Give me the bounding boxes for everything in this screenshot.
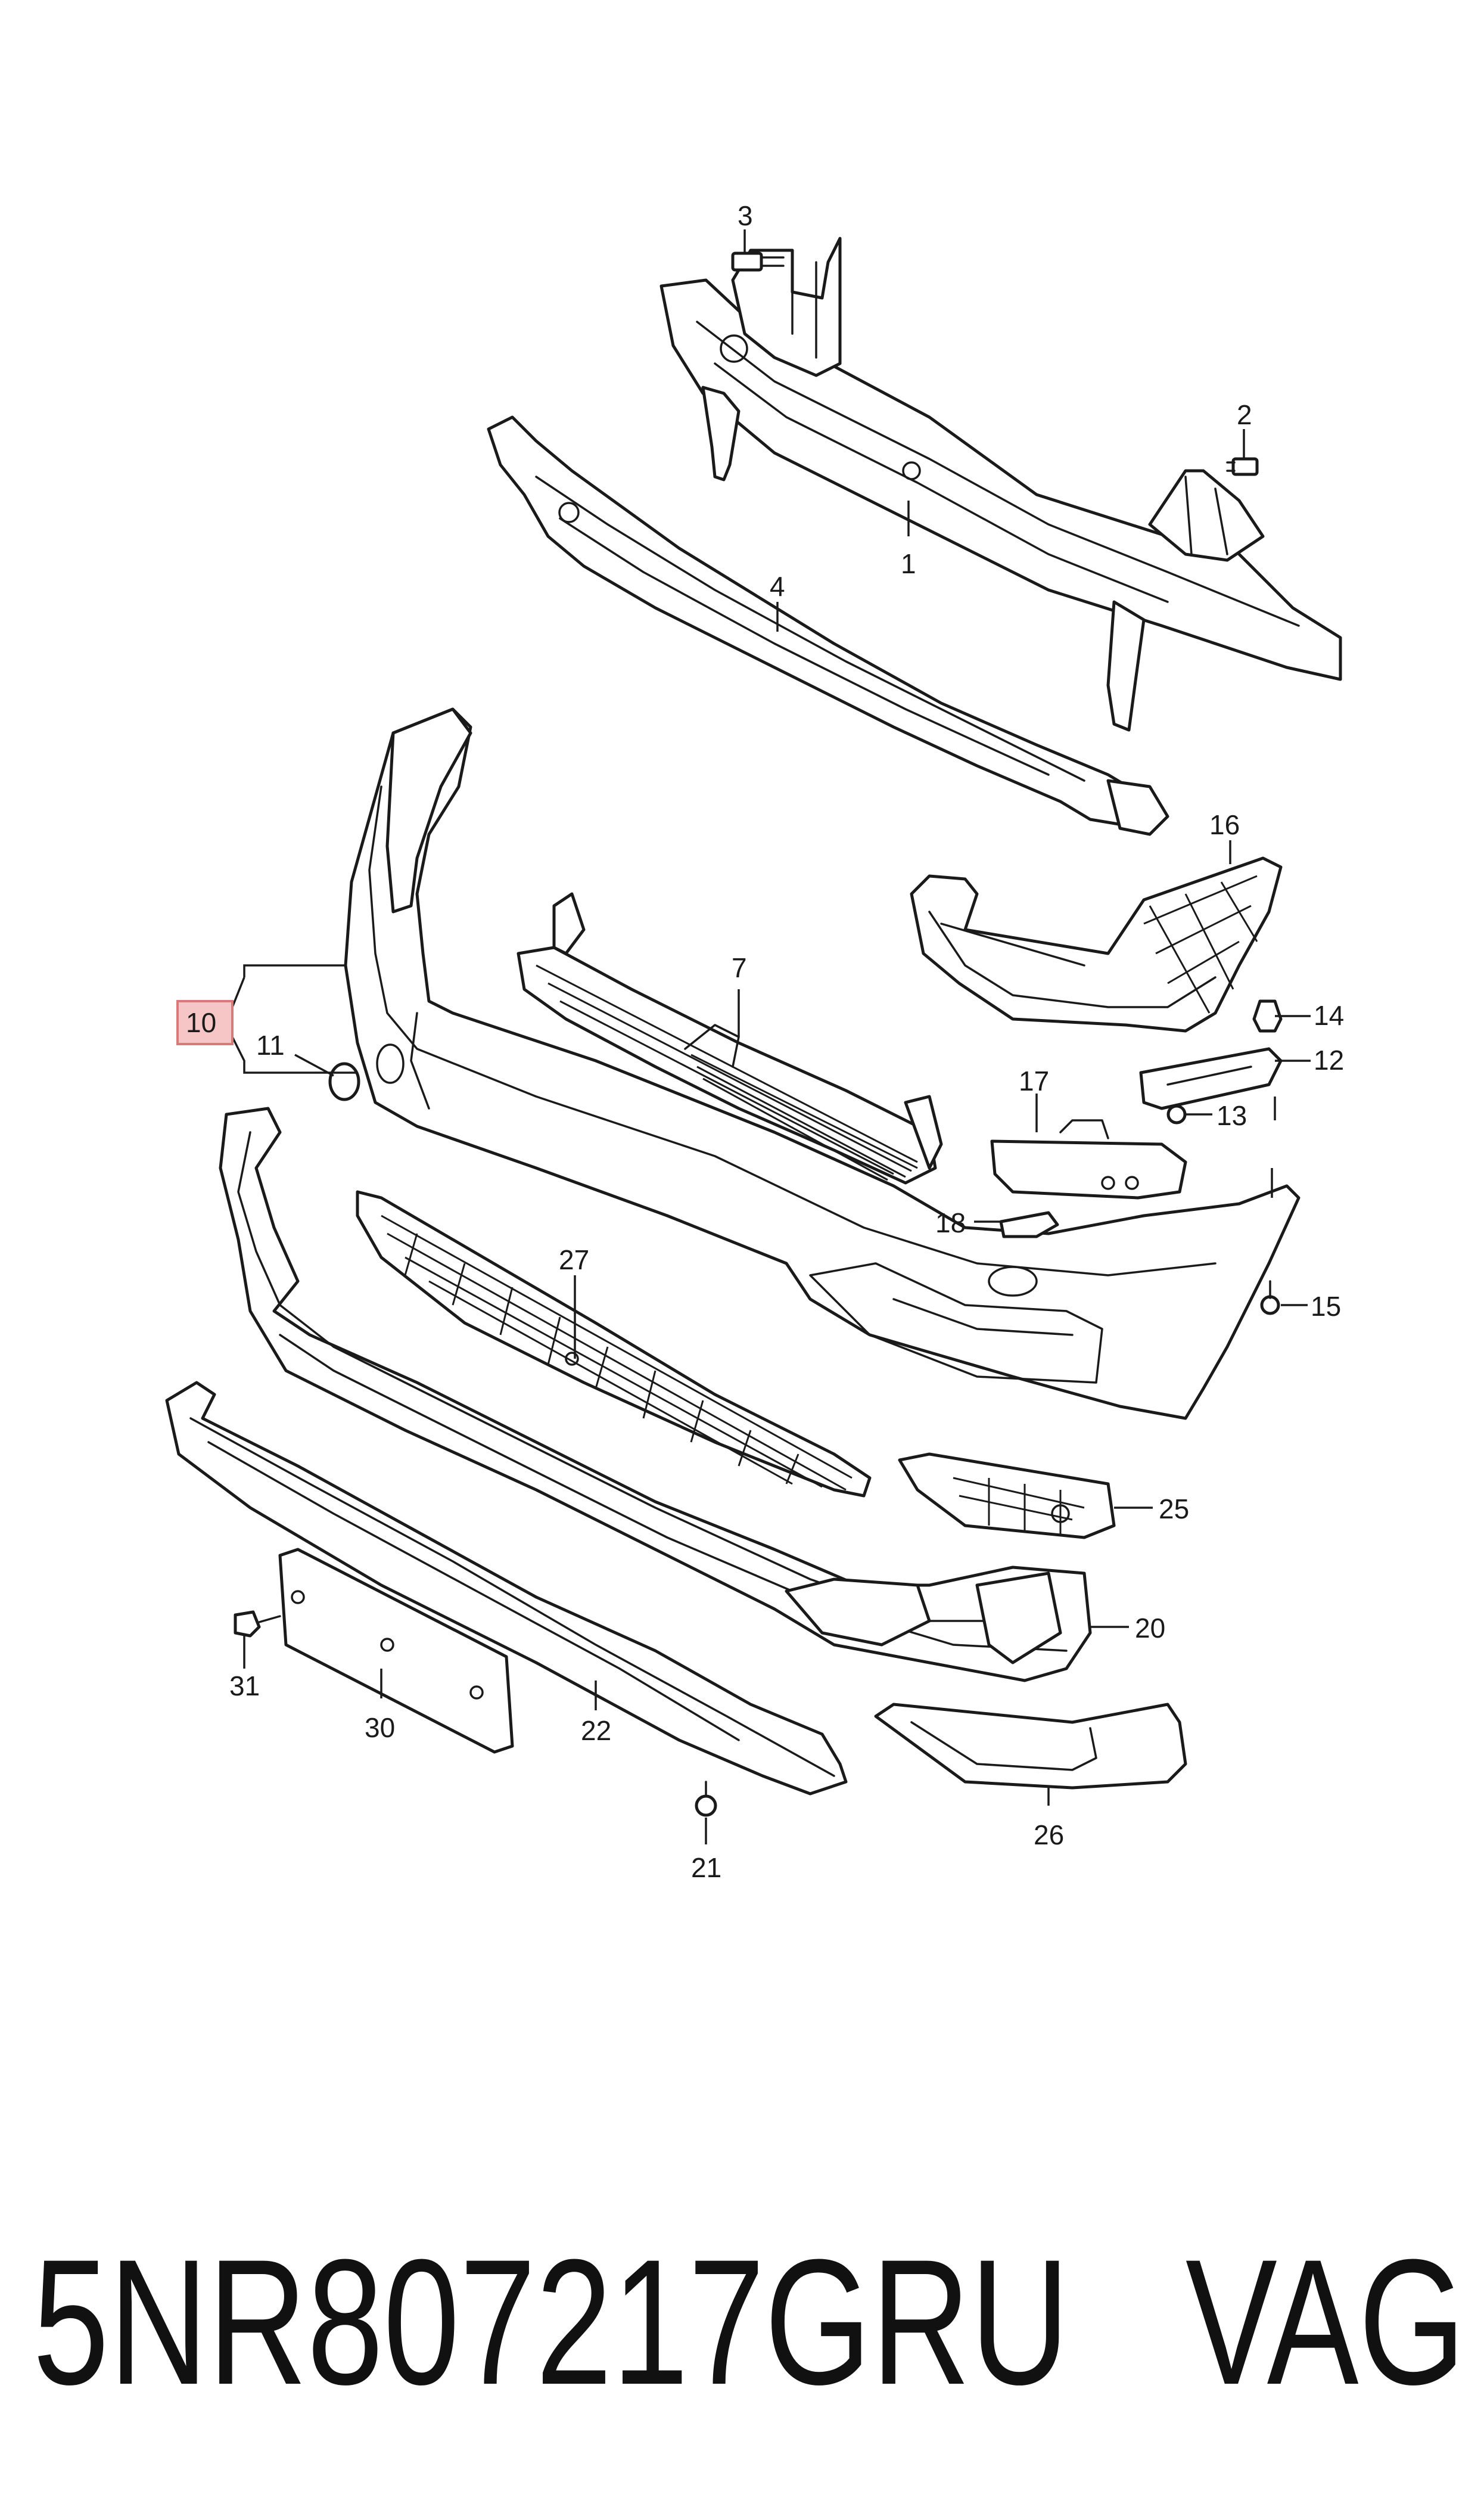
label-27: 27 [559,1244,589,1275]
part-20-lower-carrier [219,1107,1092,1682]
part-12-bracket [1139,1047,1283,1110]
part-18-cap [999,1211,1059,1238]
label-15: 15 [1311,1291,1341,1322]
part-27-lower-grille [356,1190,872,1498]
label-21: 21 [691,1852,721,1883]
part-21-screw [695,1781,717,1817]
leader-lines [231,229,1311,1844]
label-31: 31 [229,1670,260,1701]
brand: VAG [1186,2222,1466,2422]
footer: 5NR807217GRU VAG [33,2222,1466,2422]
label-10: 10 [186,1007,216,1038]
highlight-box [176,1000,234,1045]
label-4: 4 [770,571,785,602]
part-15-screw [1260,1280,1280,1315]
part-25-fog-grille [898,1452,1116,1539]
highlighted-callout-10[interactable]: 10 [176,1000,234,1045]
part-2-bolt [1226,457,1259,476]
part-3-bolt [731,251,785,272]
part-11-tow-cap [328,1062,360,1101]
part-7-grille-trim [517,892,943,1185]
label-26: 26 [1034,1819,1064,1850]
label-13: 13 [1217,1100,1247,1131]
part-4-crossmember [487,415,1169,836]
part-26-fog-trim [874,1703,1187,1790]
label-22: 22 [581,1715,611,1746]
label-25: 25 [1159,1493,1189,1524]
label-30: 30 [365,1712,395,1743]
part-number: 5NR807217GRU [33,2222,1069,2422]
label-20: 20 [1135,1613,1165,1644]
label-3: 3 [738,200,753,231]
label-11: 11 [256,1030,285,1061]
label-7: 7 [732,952,747,983]
label-14: 14 [1314,1000,1344,1031]
part-14-clip [1252,999,1283,1033]
part-17-bracket [990,1119,1187,1200]
label-18: 18 [935,1207,966,1238]
label-2: 2 [1237,399,1252,430]
label-17: 17 [1019,1066,1049,1097]
part-16-grille-frame [910,856,1283,1033]
part-22-spoiler [165,1381,848,1796]
part-31-clip [234,1610,281,1638]
part-13-nut [1166,1104,1187,1125]
label-16: 16 [1209,809,1240,840]
label-12: 12 [1314,1045,1344,1076]
callout-labels: 3 2 1 4 7 16 14 12 13 17 18 15 27 11 25 … [229,200,1344,1883]
part-10-bumper-cover [344,707,1301,1420]
label-1: 1 [901,548,916,579]
part-1-carrier [659,237,1342,732]
part-30-plate-holder [278,1548,514,1754]
